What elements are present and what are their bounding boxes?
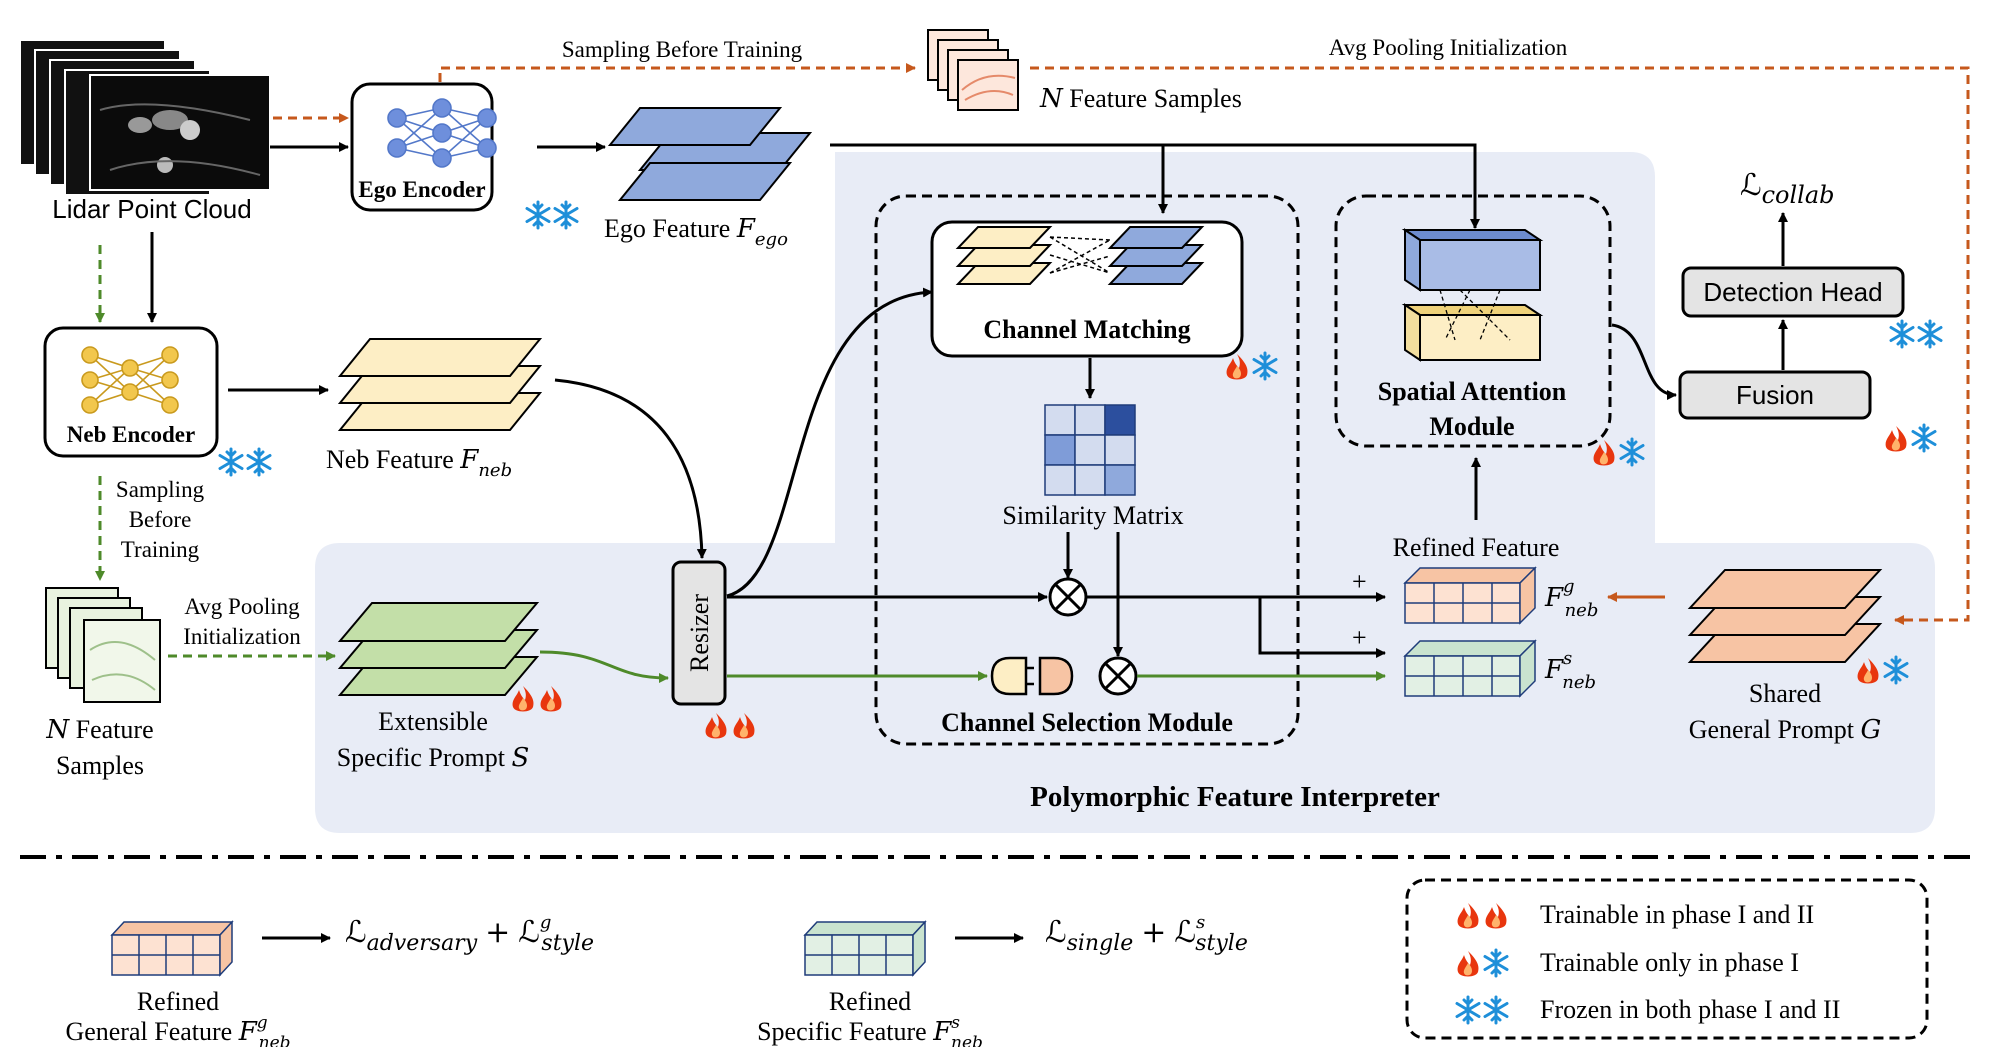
loss-collab-label: ℒcollab (1740, 168, 1835, 209)
ego-encoder-network-icon (387, 98, 497, 168)
shared-prompt-stack (1687, 569, 1883, 663)
channel-matching-icon (955, 226, 1205, 285)
plus-g: + (1352, 567, 1367, 596)
sampling-left-2: Before (129, 507, 192, 532)
legend-phase-both: Trainable in phase I and II (1540, 900, 1814, 929)
legend-refined-general-block (110, 920, 234, 977)
channel-matching-label: Channel Matching (983, 315, 1190, 344)
ego-feature-label: Ego Feature Fego (604, 214, 788, 250)
feature-samples-top-stack (927, 29, 1019, 111)
legend-both-trainable-icon (1457, 903, 1507, 929)
neb-feature-stack (337, 338, 543, 431)
multiply-icon-2 (1098, 656, 1138, 696)
legend-refined-specific-1: Refined (829, 987, 911, 1016)
ego-feature-stack (607, 107, 813, 201)
spatial-attention-module (1334, 194, 1612, 448)
arrow-neb-to-resizer (554, 378, 707, 559)
ego-encoder-label: Ego Encoder (358, 177, 485, 202)
legend-phase-frozen: Frozen in both phase I and II (1540, 995, 1840, 1024)
arrow-sampling-top (438, 63, 916, 82)
channel-selection-label: Channel Selection Module (941, 708, 1233, 737)
fusion-label: Fusion (1736, 380, 1814, 410)
legend-refined-general-1: Refined (137, 987, 219, 1016)
detection-head-box (1681, 266, 1905, 318)
neb-encoder-network-icon (81, 346, 179, 414)
specific-prompt-label-2: Specific Prompt S (337, 743, 530, 773)
legend-phase-box (1405, 878, 1929, 1040)
spatial-attention-icon (1401, 228, 1544, 362)
legend-refined-specific-block (803, 920, 927, 977)
similarity-matrix-label: Similarity Matrix (1002, 501, 1183, 530)
avgpool-left-2: Initialization (183, 624, 301, 649)
sampling-left-3: Training (121, 537, 200, 562)
arrow-avgpool-top (1030, 66, 1970, 625)
arrow-prompt-to-resizer (539, 650, 669, 683)
similarity-matrix-grid (1044, 404, 1136, 496)
neb-encoder-frozen-icon (218, 447, 272, 477)
ego-encoder-frozen-icon (525, 200, 579, 230)
refined-specific-feature-block (1403, 639, 1537, 698)
spatial-attention-label-2: Module (1429, 412, 1514, 441)
fusion-box (1678, 370, 1872, 420)
specific-prompt-stack (337, 602, 540, 696)
neb-encoder-label: Neb Encoder (67, 422, 195, 447)
feature-samples-top-label: N Feature Samples (1039, 84, 1242, 114)
shared-prompt-label-2: General Prompt G (1689, 715, 1882, 745)
feature-samples-left-stack (45, 587, 161, 703)
legend-phase-one: Trainable only in phase I (1540, 948, 1799, 977)
avgpool-top-label: Avg Pooling Initialization (1329, 35, 1568, 60)
detection-head-label: Detection Head (1703, 277, 1882, 307)
multiply-icon-1 (1048, 577, 1088, 617)
resizer-box (671, 560, 727, 706)
arrow-resizer-to-cm (726, 287, 933, 598)
arrow-ego-to-cm (830, 143, 1480, 229)
resizer-label: Resizer (685, 594, 714, 672)
fusion-phase-icon (1885, 423, 1937, 453)
legend-phase-one-icon (1457, 948, 1509, 978)
feature-samples-left-label-1: N Feature (45, 715, 153, 745)
spatial-attention-label-1: Spatial Attention (1378, 377, 1567, 406)
feature-samples-left-label-2: Samples (56, 751, 144, 780)
arrow-sam-to-fusion (1611, 323, 1677, 400)
legend-frozen-icon (1455, 995, 1509, 1025)
sampling-left-1: Sampling (116, 477, 205, 502)
plus-s: + (1352, 623, 1367, 652)
channel-selection-module (874, 194, 1300, 746)
shared-prompt-label-1: Shared (1749, 679, 1821, 708)
neb-feature-label: Neb Feature Fneb (326, 445, 512, 481)
arrow-mult1-refined-s (1258, 597, 1386, 658)
refined-feature-label: Refined Feature (1393, 533, 1560, 562)
plug-icon (990, 656, 1074, 696)
lidar-point-cloud-stack (19, 39, 271, 196)
lidar-label: Lidar Point Cloud (52, 194, 251, 224)
sampling-top-label: Sampling Before Training (562, 37, 803, 62)
refined-general-feature-block (1403, 566, 1537, 625)
pfi-title: Polymorphic Feature Interpreter (1030, 781, 1440, 813)
specific-prompt-label-1: Extensible (378, 707, 488, 736)
avgpool-left-1: Avg Pooling (184, 594, 300, 619)
detection-head-frozen-icon (1889, 319, 1943, 349)
